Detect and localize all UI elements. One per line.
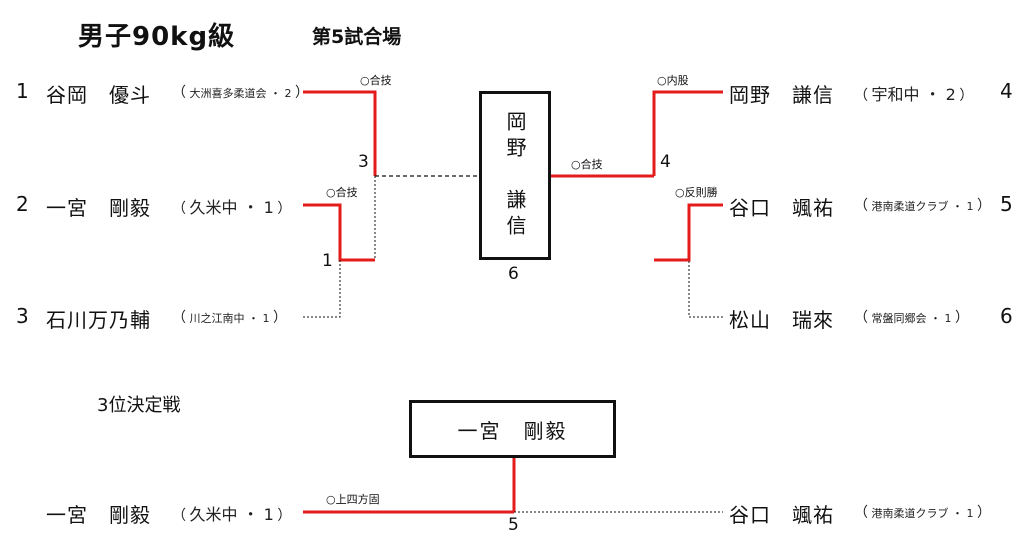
player-name: 一宮 剛毅 (46, 196, 151, 220)
player-affiliation: （ 常盤同郷会 ・ 1 ） (854, 310, 969, 326)
match-number: 4 (660, 152, 671, 172)
seed-number: 2 (16, 192, 29, 216)
match-technique: ○合技 (360, 74, 392, 87)
champion-name: 岡野 謙信 (503, 110, 527, 241)
champion-box: 岡野 謙信 (479, 91, 551, 260)
third-place-label: 3位決定戦 (97, 395, 181, 416)
player-affiliation: （ 宇和中 ・ 2 ） (854, 85, 974, 104)
player-affiliation: （ 川之江南中 ・ 1 ） (172, 310, 287, 326)
match-number: 3 (358, 152, 369, 172)
player-name: 谷岡 優斗 (46, 83, 151, 107)
player-affiliation: （ 久米中 ・ 1 ） (172, 505, 292, 524)
venue-label: 第5試合場 (312, 26, 402, 48)
match-number: 1 (322, 251, 333, 271)
seed-number: 6 (1000, 304, 1013, 328)
m5-winner-line (654, 203, 723, 262)
m1-winner-line (303, 203, 375, 262)
player-name: 石川万乃輔 (46, 308, 151, 332)
match-technique: ○上四方固 (326, 493, 380, 506)
match-technique: ○内股 (657, 74, 689, 87)
player-affiliation: （ 大洲喜多柔道会 ・ 2 ） (172, 85, 309, 101)
player-name: 岡野 謙信 (729, 83, 834, 107)
match-number: 6 (508, 264, 519, 284)
third-place-winner-name: 一宮 剛毅 (457, 418, 568, 443)
seed-number: 3 (16, 304, 29, 328)
seed-number: 1 (16, 79, 29, 103)
m3-winner-line (303, 90, 377, 176)
m4-winner-line (652, 90, 723, 176)
page-title: 男子90kg級 (78, 22, 236, 52)
match-number: 5 (508, 515, 519, 535)
player-name: 松山 瑞來 (729, 308, 834, 332)
player-affiliation: （ 港南柔道クラブ ・ 1 ） (854, 505, 991, 521)
player-affiliation: （ 久米中 ・ 1 ） (172, 198, 292, 217)
player-name: 一宮 剛毅 (46, 503, 151, 527)
match-technique: ○合技 (571, 158, 603, 171)
player-name: 谷口 颯祐 (729, 196, 834, 220)
m1-loser-line (303, 260, 341, 318)
seed-number: 4 (1000, 79, 1013, 103)
third-place-winner-box: 一宮 剛毅 (409, 400, 616, 458)
m5-loser-line (688, 260, 723, 318)
player-name: 谷口 颯祐 (729, 503, 834, 527)
player-affiliation: （ 港南柔道クラブ ・ 1 ） (854, 198, 991, 214)
match-technique: ○合技 (326, 186, 358, 199)
match-technique: ○反則勝 (675, 186, 718, 199)
seed-number: 5 (1000, 192, 1013, 216)
